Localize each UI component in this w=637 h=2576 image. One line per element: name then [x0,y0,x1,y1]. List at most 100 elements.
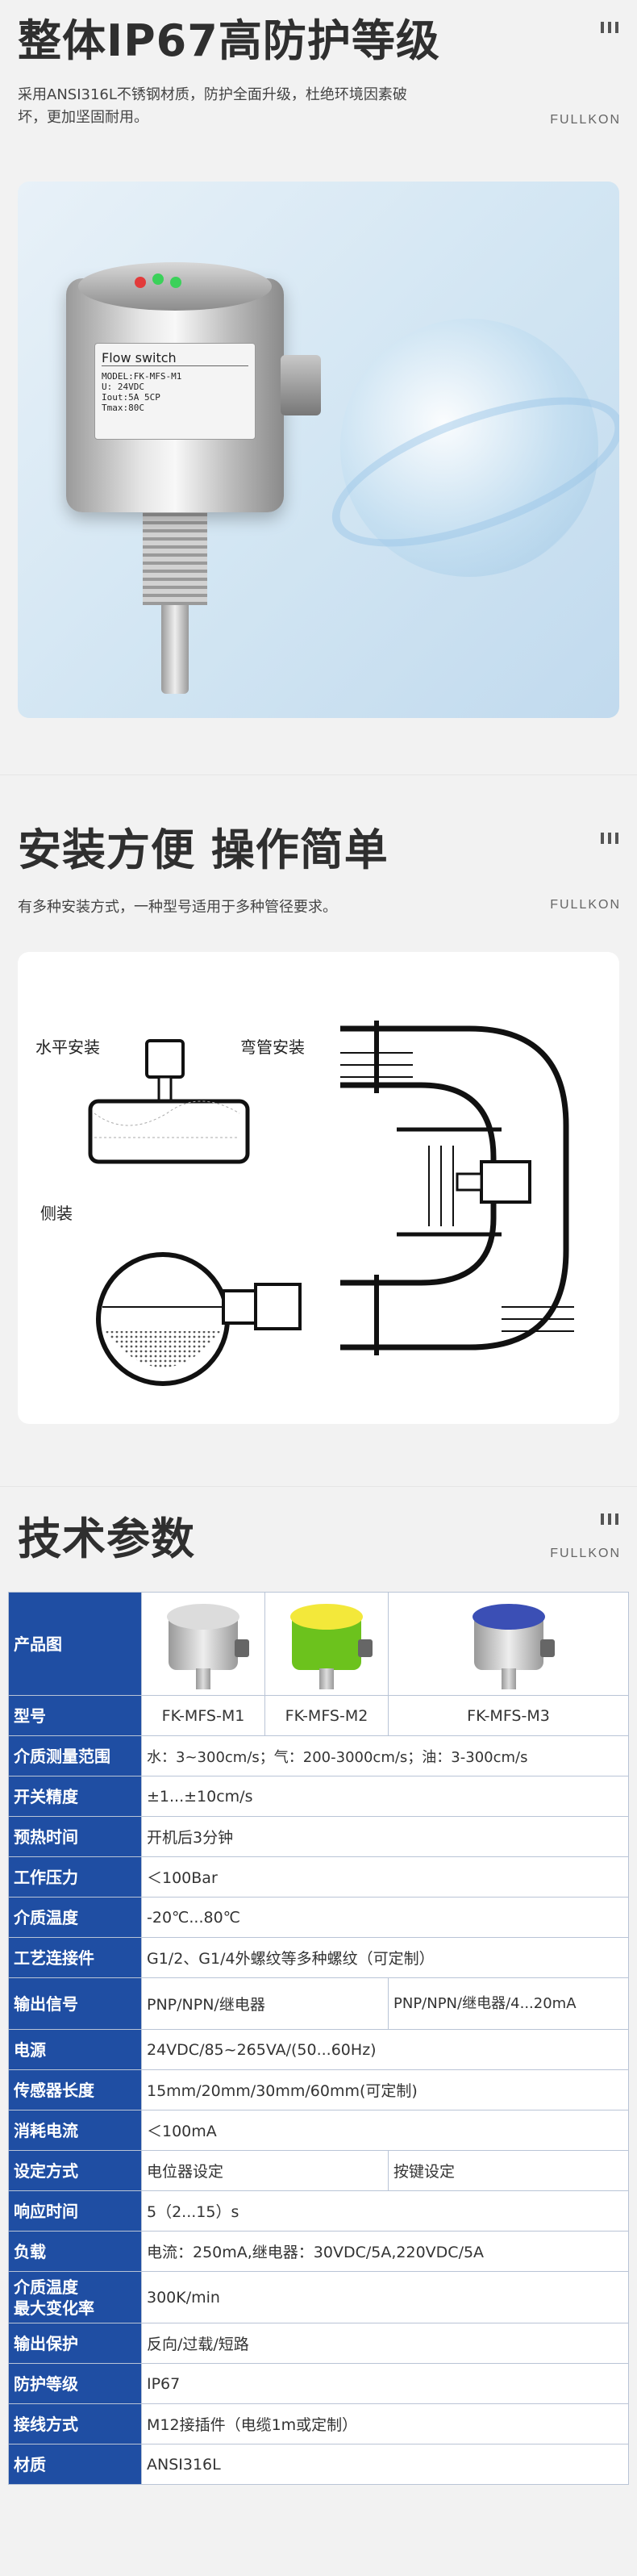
table-row: 输出信号 PNP/NPN/继电器 PNP/NPN/继电器/4...20mA [8,1977,629,2030]
row-key: 输出信号 [8,1977,142,2030]
section-subtitle: 采用ANSI316L不锈钢材质，防护全面升级，杜绝环境因素破 坏，更加坚固耐用。 [18,86,407,126]
water-splash-image [340,319,598,577]
sensor-label-plate: Flow switch MODEL:FK-MFS-M1 U: 24VDC Iou… [94,343,256,440]
row-value: M12接插件（电缆1m或定制） [141,2403,629,2444]
sensor-head-icon [145,1039,185,1079]
row-key: 消耗电流 [8,2110,142,2151]
row-value: 300K/min [141,2271,629,2323]
row-key: 输出保护 [8,2323,142,2364]
row-value: ＜100Bar [141,1856,629,1898]
row-value: -20℃...80℃ [141,1897,629,1938]
section-title: 技术参数 [18,1513,195,1564]
table-row: 负载 电流：250mA,继电器：30VDC/5A,220VDC/5A [8,2231,629,2272]
table-row: 工作压力 ＜100Bar [8,1856,629,1898]
installation-diagram: 水平安装 弯管安装 侧装 [18,952,619,1424]
row-value: FK-MFS-M3 [388,1695,629,1736]
table-row: 接线方式 M12接插件（电缆1m或定制） [8,2403,629,2444]
row-value: ANSI316L [141,2444,629,2485]
section-subtitle: 有多种安装方式，一种型号适用于多种管径要求。 [18,899,337,916]
row-value: FK-MFS-M2 [264,1695,389,1736]
row-key: 预热时间 [8,1816,142,1857]
section-title: 整体IP67高防护等级 [18,15,440,66]
row-key: 工艺连接件 [8,1937,142,1978]
plate-line: Tmax:80C [102,403,144,413]
table-row: 材质 ANSI316L [8,2444,629,2485]
row-value: ±1...±10cm/s [141,1776,629,1817]
spec-table: 产品图 [8,1592,629,2485]
row-value: G1/2、G1/4外螺纹等多种螺纹（可定制） [141,1937,629,1978]
product-m1-image [159,1597,249,1690]
row-value: 按键设定 [388,2150,629,2191]
m12-connector [281,355,321,415]
product-image-cell [388,1592,629,1696]
table-row: 传感器长度 15mm/20mm/30mm/60mm(可定制) [8,2069,629,2110]
section-protection: 整体IP67高防护等级 采用ANSI316L不锈钢材质，防护全面升级，杜绝环境因… [0,0,637,774]
sensor-head-icon [222,1289,257,1325]
row-value: 电位器设定 [141,2150,389,2191]
row-key: 介质温度 [8,1897,142,1938]
label-elbow-install: 弯管安装 [240,1037,305,1057]
row-key: 接线方式 [8,2403,142,2444]
section-specs: 技术参数 FULLKON 产品图 [0,1486,637,2576]
row-value: 水：3~300cm/s；气：200-3000cm/s；油：3-300cm/s [141,1735,629,1776]
sensor-probe [161,601,189,694]
row-key: 防护等级 [8,2363,142,2404]
row-key: 开关精度 [8,1776,142,1817]
table-row: 工艺连接件 G1/2、G1/4外螺纹等多种螺纹（可定制） [8,1937,629,1978]
brand-text: FULLKON [550,1547,621,1560]
product-image-cell [141,1592,265,1696]
product-image-cell [264,1592,389,1696]
table-row: 开关精度 ±1...±10cm/s [8,1776,629,1817]
elbow-pipe-icon [340,1025,569,1351]
row-key: 响应时间 [8,2190,142,2232]
row-value: 电流：250mA,继电器：30VDC/5A,220VDC/5A [141,2231,629,2272]
section-title: 安装方便 操作简单 [18,825,389,875]
table-row: 设定方式 电位器设定 按键设定 [8,2150,629,2191]
row-value: PNP/NPN/继电器/4...20mA [388,1977,629,2030]
table-row: 消耗电流 ＜100mA [8,2110,629,2151]
product-m3-image [464,1597,555,1690]
table-row: 产品图 [8,1592,629,1696]
table-row: 输出保护 反向/过载/短路 [8,2323,629,2364]
horizontal-pipe-icon [88,1099,250,1164]
row-value: 24VDC/85~265VA/(50...60Hz) [141,2029,629,2070]
row-value: 反向/过载/短路 [141,2323,629,2364]
product-photo: Flow switch MODEL:FK-MFS-M1 U: 24VDC Iou… [18,182,619,718]
row-value: 15mm/20mm/30mm/60mm(可定制) [141,2069,629,2110]
row-key: 设定方式 [8,2150,142,2191]
row-key: 产品图 [8,1592,142,1696]
decor-bars-icon [597,21,621,33]
product-m2-image [282,1597,373,1690]
row-value: 5（2...15）s [141,2190,629,2232]
row-value: FK-MFS-M1 [141,1695,265,1736]
brand-text: FULLKON [550,113,621,127]
label-horizontal-install: 水平安装 [35,1037,100,1057]
table-row: 型号 FK-MFS-M1 FK-MFS-M2 FK-MFS-M3 [8,1695,629,1736]
table-row: 响应时间 5（2...15）s [8,2190,629,2232]
row-key: 电源 [8,2029,142,2070]
row-key: 工作压力 [8,1856,142,1898]
sensor-thread [143,508,207,605]
installation-diagram-svg [88,1021,574,1386]
row-key: 型号 [8,1695,142,1736]
row-key: 负载 [8,2231,142,2272]
plate-line: MODEL:FK-MFS-M1 [102,371,182,382]
decor-bars-icon [597,832,621,844]
led-green-icon [152,273,164,285]
sensor-head-icon [480,1160,531,1204]
table-row: 电源 24VDC/85~265VA/(50...60Hz) [8,2029,629,2070]
row-key: 介质测量范围 [8,1735,142,1776]
table-row: 预热时间 开机后3分钟 [8,1816,629,1857]
table-row: 防护等级 IP67 [8,2363,629,2404]
row-value: IP67 [141,2363,629,2404]
decor-bars-icon [597,1513,621,1525]
row-key: 传感器长度 [8,2069,142,2110]
table-row: 介质测量范围 水：3~300cm/s；气：200-3000cm/s；油：3-30… [8,1735,629,1776]
sensor-cap [78,262,272,311]
row-key: 介质温度 最大变化率 [8,2271,142,2323]
plate-title: Flow switch [102,350,248,366]
brand-text: FULLKON [550,898,621,912]
row-value: ＜100mA [141,2110,629,2151]
led-red-icon [135,277,146,288]
row-key: 材质 [8,2444,142,2485]
